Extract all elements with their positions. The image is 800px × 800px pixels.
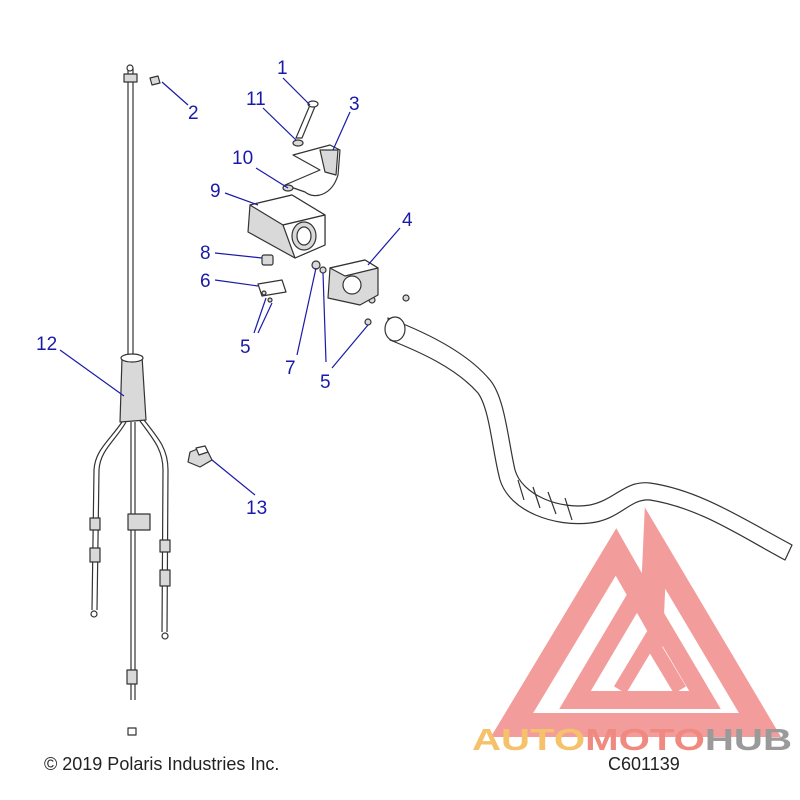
part-7-washer: [311, 260, 321, 270]
part-9-housing: [247, 194, 326, 259]
part-13-connector: [187, 445, 213, 468]
part-12-cable-assembly: [89, 64, 171, 736]
watermark-auto: AUTO: [472, 722, 585, 757]
callout-3: 3: [349, 94, 360, 115]
callout-12: 12: [36, 334, 57, 355]
callout-4: 4: [402, 210, 413, 231]
watermark-hub: HUB: [705, 722, 792, 757]
callout-5-right: 5: [320, 372, 331, 393]
callout-1: 1: [277, 58, 288, 79]
callout-7: 7: [285, 358, 296, 379]
callout-labels: 1 2 3 11 10 9 4 8 6 5 7 5 12 13: [36, 58, 413, 519]
handlebar: [384, 316, 793, 561]
part-3-clamp: [284, 144, 341, 197]
leader-lines: [59, 77, 401, 496]
callout-8: 8: [200, 243, 211, 264]
callout-13: 13: [246, 498, 267, 519]
part-1-bolt: [295, 100, 319, 139]
callout-5-left: 5: [240, 337, 251, 358]
part-11-washer: [292, 139, 304, 147]
callout-9: 9: [210, 181, 221, 202]
callout-2: 2: [188, 103, 199, 124]
part-4-clamp-half: [327, 259, 379, 306]
watermark-moto: MOTO: [585, 722, 705, 757]
part-2-clip: [149, 75, 161, 86]
callout-6: 6: [200, 271, 211, 292]
callout-11: 11: [246, 89, 266, 110]
part-6-plate: [257, 279, 287, 303]
part-8-plug: [261, 254, 274, 266]
copyright-text: © 2019 Polaris Industries Inc.: [44, 754, 279, 774]
diagram-id: C601139: [608, 754, 680, 774]
watermark-logo: [490, 507, 782, 737]
callout-10: 10: [232, 148, 253, 169]
